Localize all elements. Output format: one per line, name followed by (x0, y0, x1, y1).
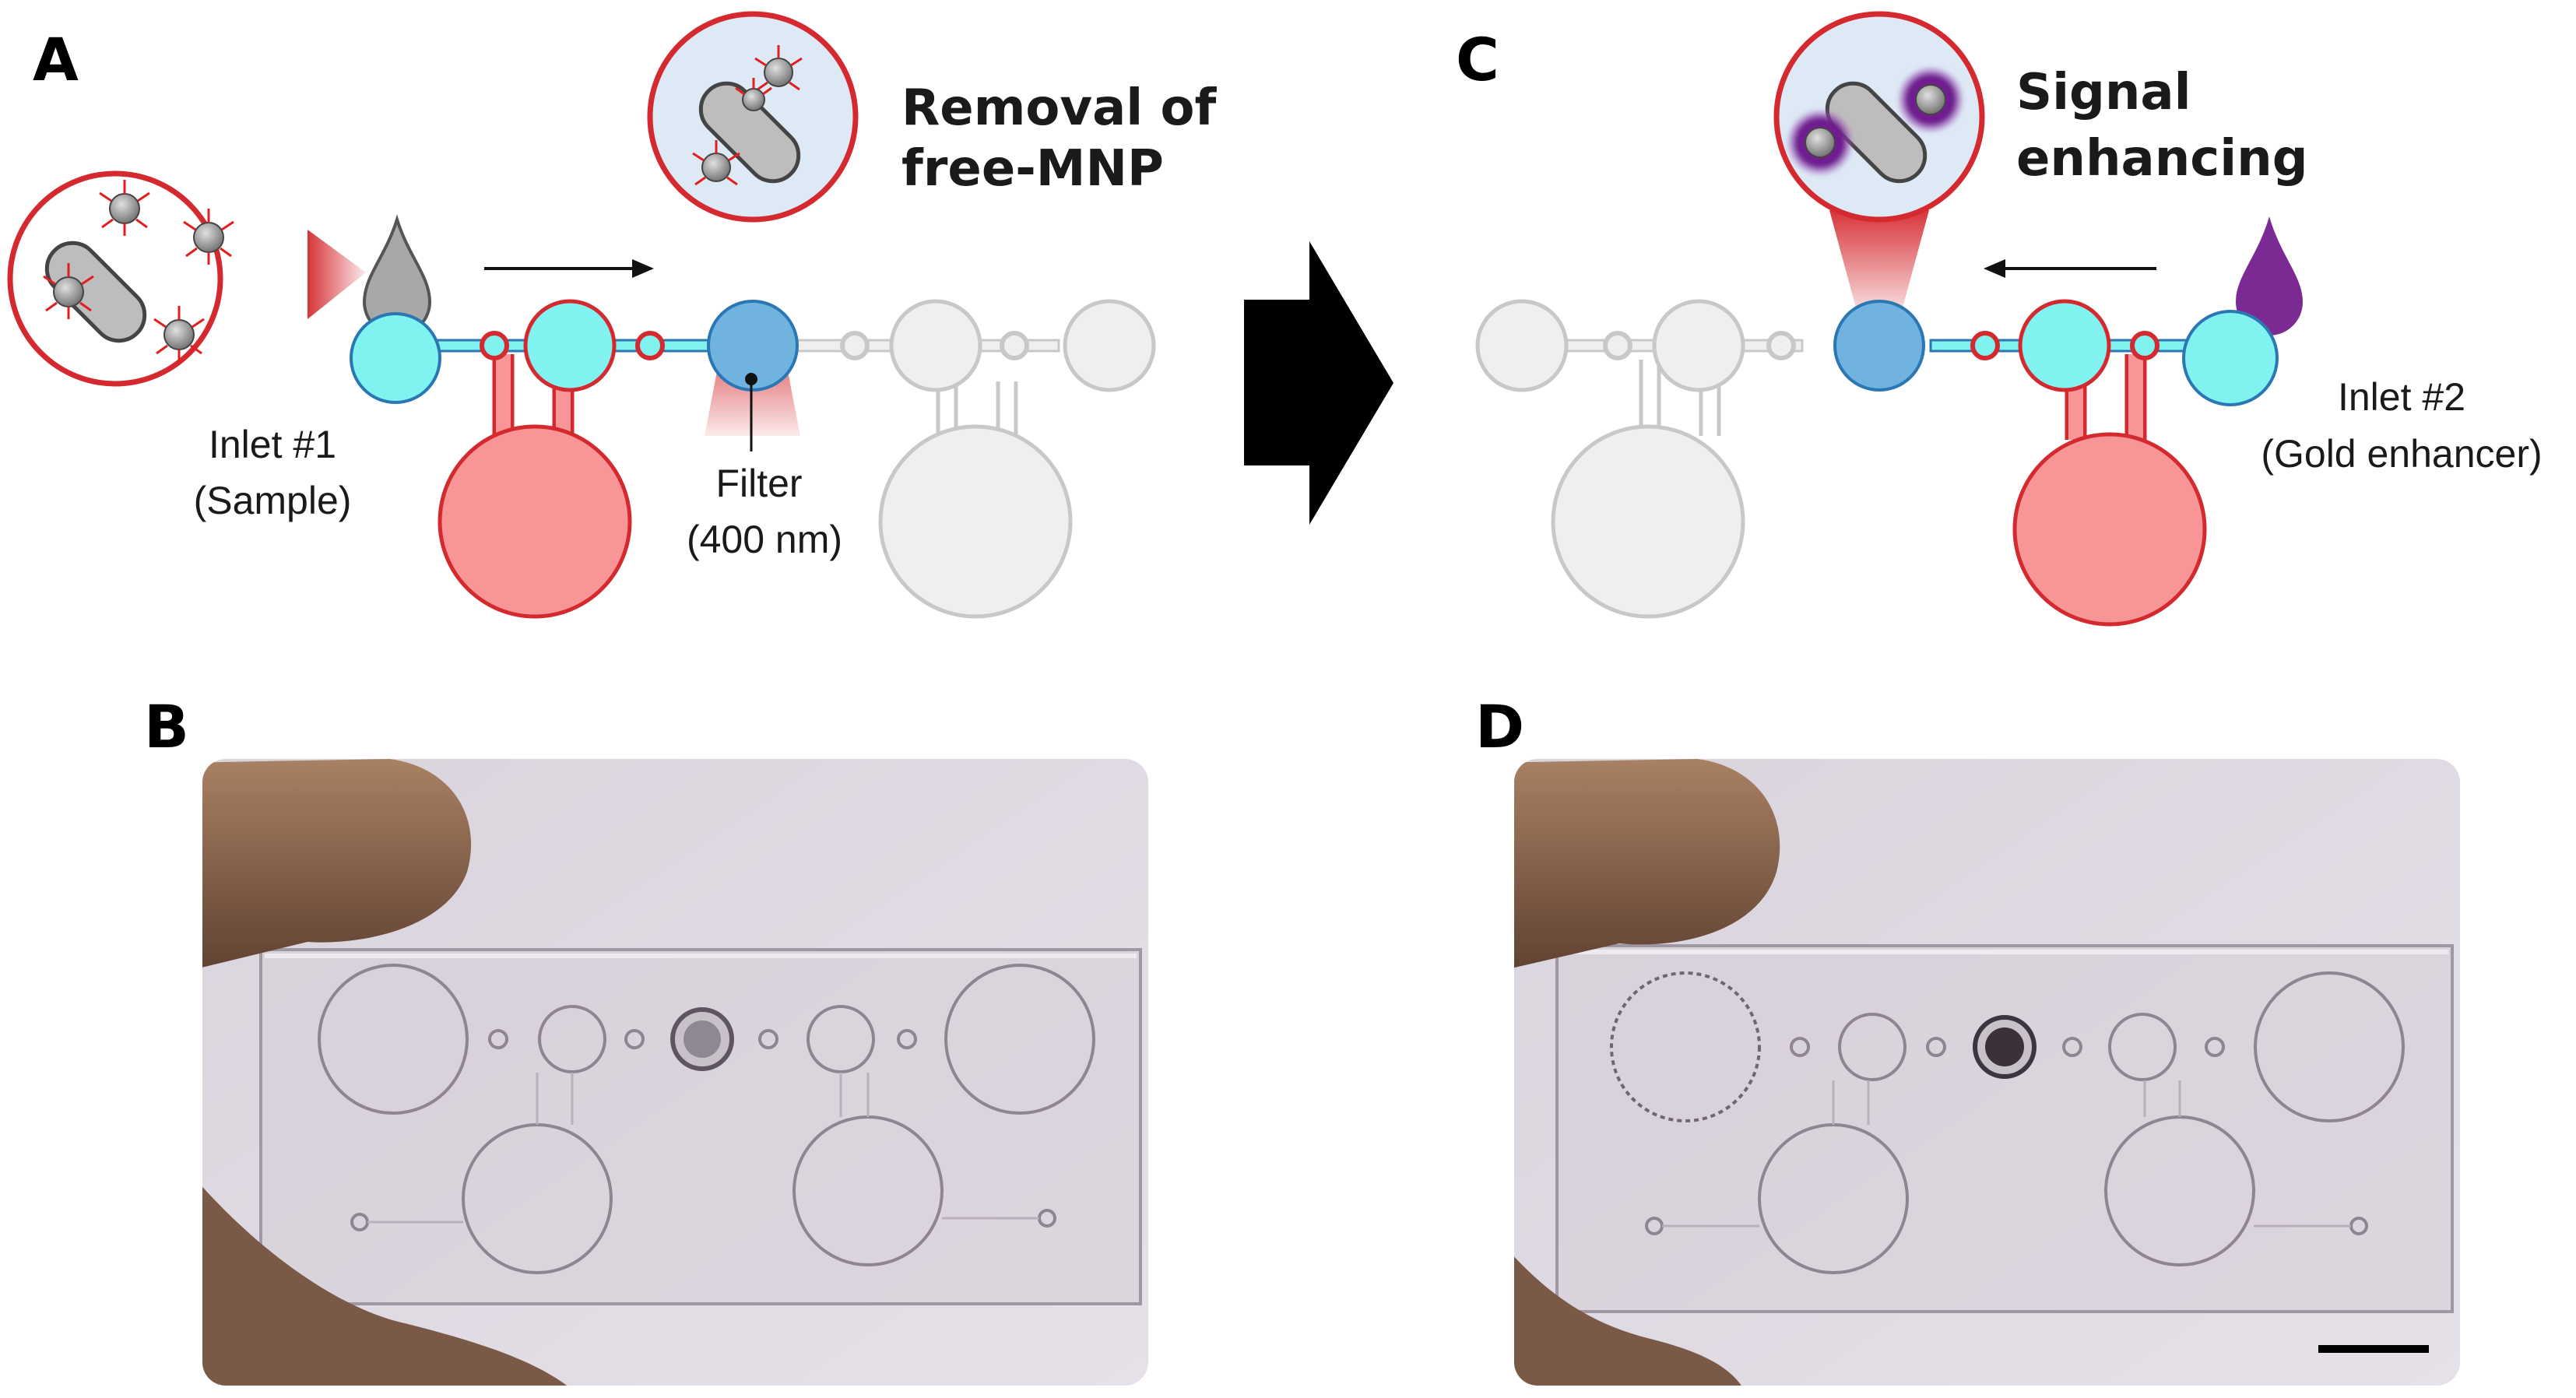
chamber (523, 299, 617, 392)
panel-a-label: A (33, 25, 79, 94)
panel-d: D (1475, 692, 2460, 1386)
callout-c-line-1: Signal (2016, 64, 2191, 121)
filter-chamber (707, 300, 799, 392)
finger-top (202, 759, 472, 973)
waste-reservoir (1551, 424, 1745, 619)
transition-arrow-icon (1244, 241, 1393, 525)
bacterium-icon (698, 81, 801, 184)
mnp-icon (43, 263, 94, 319)
mnp-icon (153, 306, 205, 362)
chamber (2018, 299, 2111, 392)
inlet-1-sublabel: (Sample) (194, 479, 352, 522)
chip-photo-d (1514, 759, 2460, 1386)
panel-a: A (7, 11, 1217, 619)
signal-magnifier (1773, 11, 1985, 223)
inlet-2-sublabel: (Gold enhancer) (2261, 432, 2542, 476)
finger-bottom (1514, 1230, 1752, 1386)
mnp-icon (735, 78, 772, 111)
chip-photo-b (202, 759, 1148, 1386)
inlet-2-chamber (2182, 310, 2279, 406)
mnp-icon (183, 209, 234, 265)
filter-chamber (1833, 300, 1925, 392)
valve (840, 331, 870, 360)
valve (2130, 331, 2160, 360)
enhanced-mnp-icon (1898, 67, 1963, 132)
mnp-icon (692, 140, 740, 186)
finger-bottom (202, 1160, 592, 1386)
inlet-2-label: Inlet #2 (2338, 375, 2465, 419)
filter-magnifier (647, 11, 859, 223)
outlet-chamber (1063, 299, 1156, 392)
mnp-icon (99, 180, 150, 236)
valve (635, 331, 665, 360)
callout-a-line-2: free-MNP (901, 140, 1164, 198)
bacterium-icon (1825, 81, 1928, 184)
scale-bar (2318, 1345, 2429, 1353)
filter-sublabel: (400 nm) (687, 518, 842, 561)
callout-c-line-2: enhancing (2016, 130, 2308, 188)
waste-reservoir (438, 424, 632, 619)
chamber (1652, 299, 1745, 392)
enhancer-drop-icon (2236, 216, 2303, 335)
magnifier-beam (308, 230, 366, 319)
glass-slide (1555, 944, 2454, 1313)
chamber (1475, 299, 1569, 392)
panel-b-label: B (144, 692, 189, 761)
waste-reservoir (2012, 432, 2207, 627)
valve (1603, 331, 1632, 360)
panel-d-label: D (1475, 692, 1524, 761)
panel-b: B (144, 692, 1148, 1386)
signal-magnifier-beam (1829, 210, 1929, 319)
callout-a-line-1: Removal of (901, 79, 1217, 137)
enhanced-mnp-icon (1787, 110, 1853, 175)
inlet-1-chamber (350, 312, 441, 404)
glass-slide (259, 948, 1142, 1305)
filter-label: Filter (715, 462, 802, 505)
panel-c-label: C (1456, 25, 1499, 94)
valve (1000, 331, 1029, 360)
valve (1970, 331, 2000, 360)
sample-magnifier (7, 170, 234, 387)
bacterium-icon (44, 241, 147, 343)
chamber (889, 299, 982, 392)
finger-top (1514, 759, 1780, 973)
chip-diagram-c (1475, 299, 2279, 627)
panel-c: C (1456, 11, 2543, 627)
waste-reservoir (878, 424, 1073, 619)
valve (480, 331, 509, 360)
mnp-icon (754, 45, 803, 91)
valve (1766, 331, 1796, 360)
inlet-1-label: Inlet #1 (209, 423, 336, 466)
chip-diagram-a (350, 299, 1156, 619)
